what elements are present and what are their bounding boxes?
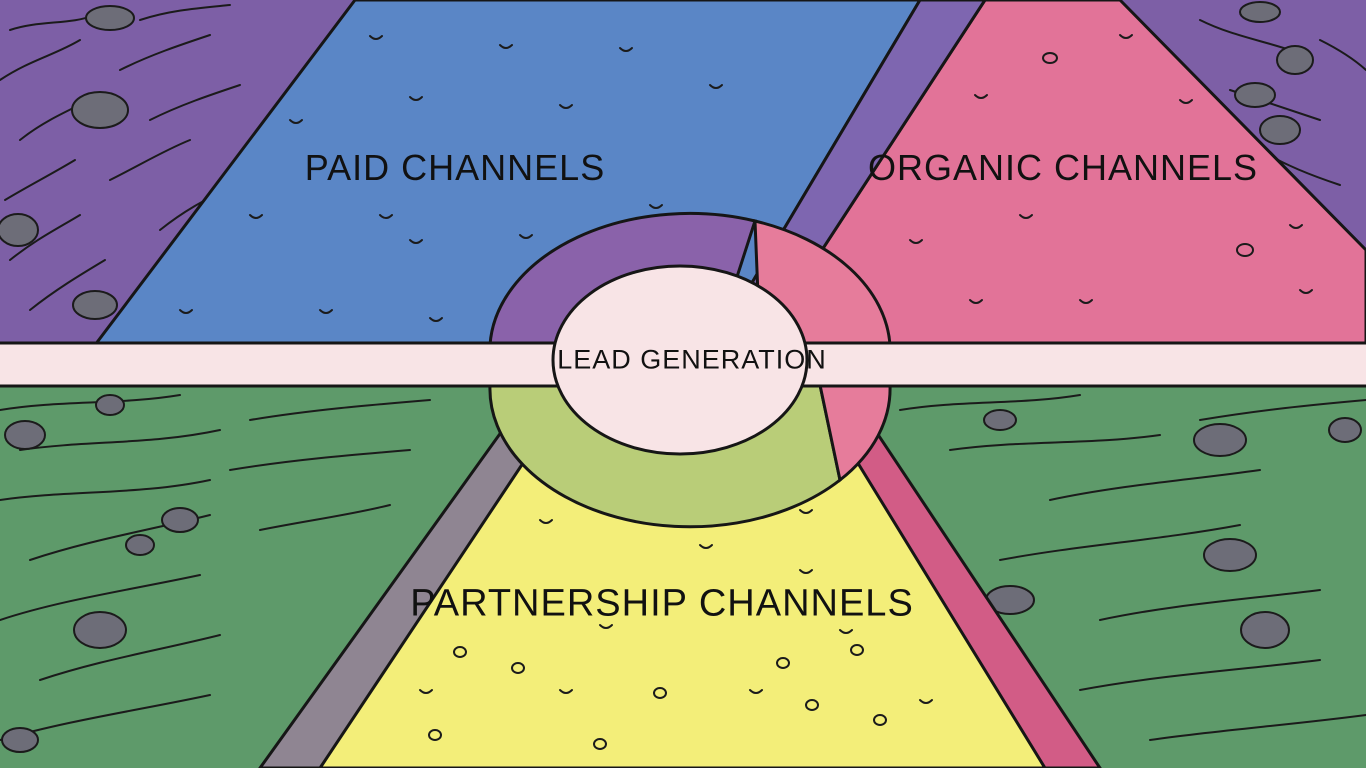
texture-bottom — [0, 394, 1366, 741]
surface-dots — [428, 52, 1254, 750]
blob-icons-bottom — [1, 394, 1362, 753]
blob-icons-top — [0, 1, 1314, 320]
center-oval — [551, 264, 809, 456]
surface-marks — [179, 34, 1313, 704]
